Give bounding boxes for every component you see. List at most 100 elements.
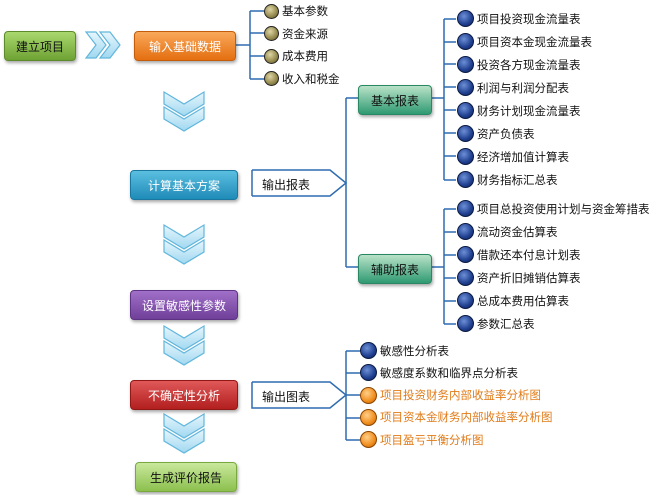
list-item: 项目盈亏平衡分析图 — [360, 431, 484, 449]
calc-plan-node: 计算基本方案 — [130, 170, 238, 200]
list-item-label: 利润与利润分配表 — [477, 80, 569, 95]
blue-bullet-icon — [457, 56, 474, 73]
list-item-label: 项目资本金现金流量表 — [477, 34, 592, 49]
aux-reports-label: 辅助报表 — [370, 262, 419, 277]
bracket-inputs — [236, 10, 264, 80]
list-item: 经济增加值计算表 — [457, 148, 569, 165]
list-item: 敏感度系数和临界点分析表 — [360, 364, 518, 382]
blue-bullet-icon — [457, 200, 474, 217]
down-chevron-icon — [163, 412, 205, 454]
list-item: 项目总投资使用计划与资金筹措表 — [457, 200, 650, 217]
down-chevron-icon — [163, 324, 205, 366]
blue-bullet-icon — [457, 171, 474, 188]
list-item-label: 项目资本金财务内部收益率分析图 — [380, 410, 553, 425]
list-item: 参数汇总表 — [457, 315, 535, 332]
output-chart-arrow — [251, 381, 348, 409]
list-item: 利润与利润分配表 — [457, 79, 569, 96]
list-item-label: 经济增加值计算表 — [477, 149, 569, 164]
list-item-label: 基本参数 — [282, 4, 328, 18]
olive-bullet-icon — [264, 48, 279, 64]
orange-bullet-icon — [360, 386, 377, 404]
list-item-label: 资产负债表 — [477, 126, 535, 141]
blue-bullet-icon — [457, 292, 474, 309]
olive-bullet-icon — [264, 3, 279, 19]
list-item: 基本参数 — [264, 3, 328, 19]
bracket-charts — [345, 350, 360, 441]
blue-bullet-icon — [457, 79, 474, 96]
list-item-label: 资产折旧摊销估算表 — [477, 270, 581, 285]
list-item: 收入和税金 — [264, 71, 340, 87]
olive-bullet-icon — [264, 26, 279, 42]
list-item-label: 流动资金估算表 — [477, 224, 558, 239]
list-item-label: 敏感性分析表 — [380, 343, 449, 358]
list-item: 项目投资现金流量表 — [457, 10, 581, 27]
bracket-basic-reports — [432, 18, 456, 181]
output-report-text: 输出报表 — [262, 178, 311, 192]
list-item: 流动资金估算表 — [457, 223, 558, 240]
list-item-label: 成本费用 — [282, 49, 328, 64]
list-item-label: 参数汇总表 — [477, 316, 535, 331]
list-item: 投资各方现金流量表 — [457, 56, 581, 73]
list-item-label: 投资各方现金流量表 — [477, 57, 581, 72]
blue-bullet-icon — [457, 269, 474, 286]
list-item: 成本费用 — [264, 48, 328, 64]
start-label: 建立项目 — [15, 39, 64, 54]
output-chart-text: 输出图表 — [262, 390, 311, 404]
list-item-label: 项目总投资使用计划与资金筹措表 — [477, 201, 650, 216]
blue-bullet-icon — [457, 246, 474, 263]
blue-bullet-icon — [457, 10, 474, 27]
report-label: 生成评价报告 — [149, 470, 222, 485]
list-item-label: 项目投资财务内部收益率分析图 — [380, 388, 541, 403]
list-item: 项目投资财务内部收益率分析图 — [360, 386, 541, 404]
blue-bullet-icon — [457, 148, 474, 165]
basic-reports-label: 基本报表 — [370, 93, 419, 108]
output-report-label: 输出报表 — [262, 176, 310, 193]
blue-bullet-icon — [360, 342, 377, 359]
list-item-label: 收入和税金 — [282, 71, 340, 86]
blue-bullet-icon — [457, 315, 474, 332]
start-node: 建立项目 — [4, 31, 76, 61]
list-item: 资产折旧摊销估算表 — [457, 269, 581, 286]
list-item: 敏感性分析表 — [360, 342, 449, 359]
blue-bullet-icon — [457, 102, 474, 119]
list-item: 资产负债表 — [457, 125, 535, 142]
aux-reports-node: 辅助报表 — [358, 254, 432, 284]
output-chart-label: 输出图表 — [262, 388, 310, 405]
sensitivity-params-label: 设置敏感性参数 — [141, 298, 226, 313]
olive-bullet-icon — [264, 71, 279, 87]
blue-bullet-icon — [457, 223, 474, 240]
list-item: 财务指标汇总表 — [457, 171, 558, 188]
orange-bullet-icon — [360, 431, 377, 449]
blue-bullet-icon — [457, 33, 474, 50]
list-item-label: 敏感度系数和临界点分析表 — [380, 365, 518, 380]
list-item: 项目资本金财务内部收益率分析图 — [360, 408, 553, 426]
report-node: 生成评价报告 — [135, 462, 237, 492]
down-chevron-icon — [163, 223, 205, 265]
list-item-label: 借款还本付息计划表 — [477, 247, 581, 262]
down-chevron-icon — [163, 90, 205, 132]
right-chevron-icon — [84, 31, 121, 59]
sensitivity-params-node: 设置敏感性参数 — [130, 290, 238, 320]
bracket-report-types — [345, 97, 358, 268]
list-item-label: 总成本费用估算表 — [477, 293, 569, 308]
list-item: 资金来源 — [264, 26, 328, 42]
calc-plan-label: 计算基本方案 — [147, 178, 220, 193]
uncertainty-node: 不确定性分析 — [130, 380, 238, 410]
list-item-label: 资金来源 — [282, 26, 328, 41]
list-item: 总成本费用估算表 — [457, 292, 569, 309]
blue-bullet-icon — [457, 125, 474, 142]
list-item: 项目资本金现金流量表 — [457, 33, 592, 50]
list-item: 借款还本付息计划表 — [457, 246, 581, 263]
bracket-aux-reports — [432, 208, 456, 325]
blue-bullet-icon — [360, 364, 377, 382]
list-item: 财务计划现金流量表 — [457, 102, 581, 119]
input-data-node: 输入基础数据 — [134, 31, 236, 61]
uncertainty-label: 不确定性分析 — [147, 388, 220, 403]
list-item-label: 项目盈亏平衡分析图 — [380, 432, 484, 447]
basic-reports-node: 基本报表 — [358, 85, 432, 115]
input-data-label: 输入基础数据 — [148, 39, 221, 54]
orange-bullet-icon — [360, 408, 377, 426]
list-item-label: 项目投资现金流量表 — [477, 11, 581, 26]
list-item-label: 财务计划现金流量表 — [477, 103, 581, 118]
